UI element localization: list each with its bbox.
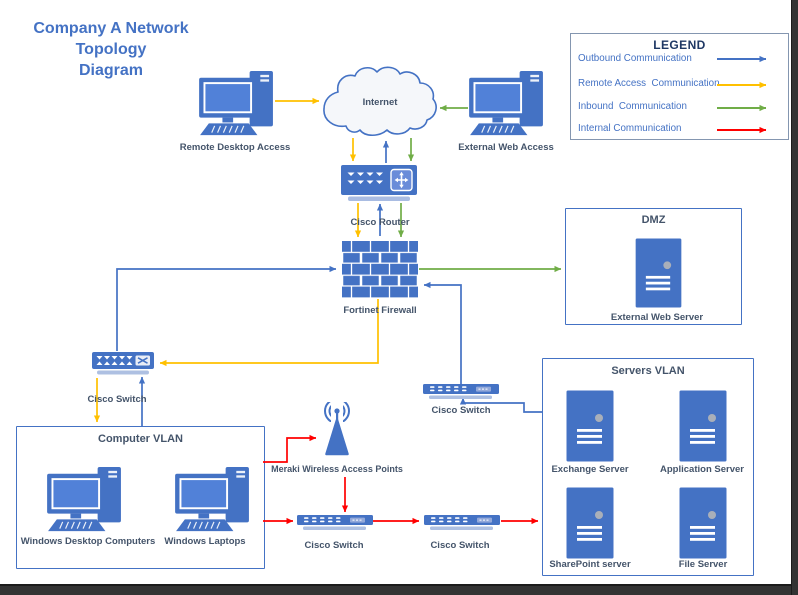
application-server-label: Application Server: [660, 464, 744, 475]
page-title-line1: Company A Network: [33, 20, 189, 37]
file-server-label: File Server: [678, 559, 728, 570]
sharepoint-server-icon: [566, 487, 614, 559]
edge-firewall-to-left-switch-remote: [159, 299, 379, 367]
external-web-computer-icon: [468, 70, 546, 138]
bottom-switch-2-icon: [424, 515, 500, 531]
legend-remote-access-arrow-icon: [717, 81, 767, 89]
middle-switch-label: Cisco Switch: [431, 405, 491, 416]
left-switch-icon: [92, 352, 154, 376]
wireless-ap-label: Meraki Wireless Access Points: [271, 464, 403, 474]
page-title: Company A Network Topology Diagram: [22, 18, 200, 81]
legend-outbound-arrow-icon: [717, 55, 767, 63]
sharepoint-server-label: SharePoint server: [549, 559, 631, 570]
windows-desktop-computers-label: Windows Desktop Computers: [20, 536, 156, 547]
viewer-right-bar: [791, 0, 798, 595]
legend-title: LEGEND: [653, 38, 706, 52]
left-switch-label: Cisco Switch: [87, 394, 147, 405]
cisco-router-label: Cisco Router: [350, 217, 410, 228]
bottom-switch-1-label: Cisco Switch: [304, 540, 364, 551]
edge-servers-vlan-to-middle-switch-outbound: [459, 397, 543, 413]
internet-label: Internet: [362, 97, 398, 108]
external-web-server-icon: [635, 238, 682, 308]
legend: LEGEND Outbound Communication Remote Acc…: [570, 33, 789, 140]
dmz-title: DMZ: [641, 214, 666, 226]
edge-left-switch-to-firewall-outbound: [116, 265, 337, 351]
page-title-line2: Topology: [75, 41, 147, 58]
file-server-icon: [679, 487, 727, 559]
exchange-server-icon: [566, 390, 614, 462]
page-title-line3: Diagram: [78, 62, 144, 79]
legend-item-remote-access: Remote Access Communication: [578, 78, 720, 89]
fortinet-firewall-label: Fortinet Firewall: [343, 305, 417, 316]
edge-computer-vlan-to-wireless-ap-internal: [263, 434, 317, 463]
wireless-ap-icon: [310, 402, 365, 460]
firewall-icon: [342, 241, 418, 298]
external-web-access-label: External Web Access: [458, 142, 554, 153]
bottom-switch-1-icon: [297, 515, 373, 531]
middle-switch-icon: [423, 384, 499, 400]
windows-desktop-computers-icon: [46, 466, 124, 534]
legend-item-inbound: Inbound Communication: [578, 101, 687, 112]
servers-vlan-title: Servers VLAN: [611, 365, 685, 377]
legend-inbound-arrow-icon: [717, 104, 767, 112]
computer-vlan-title: Computer VLAN: [98, 433, 183, 445]
viewer-bottom-bar: [0, 584, 798, 595]
edge-middle-switch-to-firewall-outbound: [423, 281, 462, 384]
cisco-router-icon: [341, 165, 417, 203]
windows-laptops-label: Windows Laptops: [164, 536, 246, 547]
legend-item-internal: Internal Communication: [578, 123, 682, 134]
bottom-switch-2-label: Cisco Switch: [430, 540, 490, 551]
remote-desktop-computer-icon: [198, 70, 276, 138]
windows-laptops-icon: [174, 466, 252, 534]
legend-item-outbound: Outbound Communication: [578, 53, 692, 64]
exchange-server-label: Exchange Server: [551, 464, 629, 475]
internet-cloud-icon: [323, 66, 437, 137]
external-web-server-label: External Web Server: [610, 312, 704, 323]
remote-desktop-access-label: Remote Desktop Access: [179, 142, 291, 153]
application-server-icon: [679, 390, 727, 462]
legend-internal-arrow-icon: [717, 126, 767, 134]
